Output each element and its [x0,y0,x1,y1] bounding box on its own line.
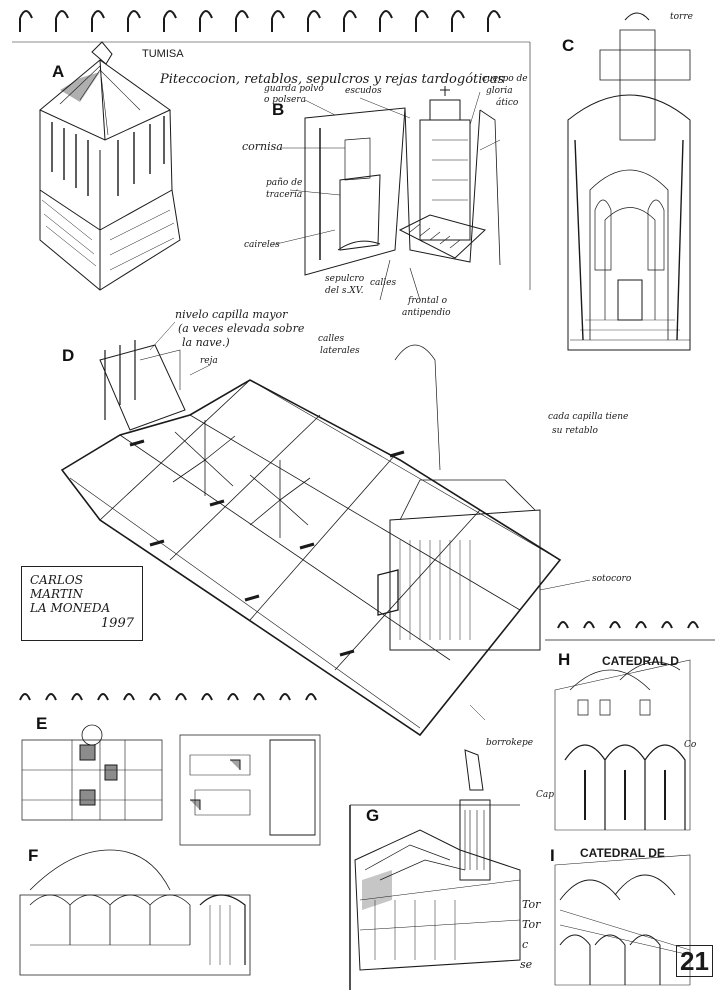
annot-frontal-1: frontal o [408,296,447,306]
signature-box: CARLOS MARTIN LA MONEDA 1997 [21,566,143,641]
annot-gloria: gloria [486,86,513,96]
label-d: D [62,346,75,365]
signature-line2: MARTIN [30,587,84,601]
fragment-cap: Cap [536,790,555,800]
sketch-a-tomb [39,41,181,291]
page-number: 21 [676,945,713,977]
annot-guarda-polvo: guarda polvo [264,84,324,94]
annot-frontal-2: antipendio [402,308,451,318]
annot-capilla-1: nivelo capilla mayor [175,308,288,321]
label-b: B [272,100,285,119]
annot-sepulcro-2: del s.XV. [325,286,364,296]
cathedral-i-label: CATEDRAL DE [580,846,665,860]
annot-cornisa: cornisa [242,140,283,153]
sketch-c-interior [567,12,691,351]
signature-year: 1997 [100,616,134,631]
annot-calles-lat-1: calles [318,334,345,344]
sketch-g-church [349,749,521,990]
signature-line3: LA MONEDA [30,601,111,615]
sketch-d-plan [60,340,562,737]
annot-escudos: escudos [345,86,382,96]
label-h: H [558,650,571,669]
annot-cuerpo: cuerpo de [482,74,528,84]
annot-borrokepe: borrokepe [486,738,534,748]
annot-torre: torre [670,12,693,22]
tumisa-label: TUMISA [142,48,184,60]
annot-sepulcro-1: sepulcro [325,274,365,284]
label-i: I [550,846,555,865]
annot-calles: calles [370,278,397,288]
label-c: C [562,36,575,55]
annot-calles-lat-2: laterales [320,346,360,356]
annot-capilla-3: la nave.) [182,336,230,349]
annot-caireles: caireles [244,240,280,250]
sketch-e-plans [21,724,321,846]
annot-reja: reja [200,356,218,366]
signature-line1: CARLOS [30,573,83,587]
annot-cada-2: su retablo [552,426,598,436]
label-f: F [28,846,39,865]
spiral-binding-top [19,10,501,32]
annot-capilla-2: (a veces elevada sobre [178,322,305,335]
annot-cada-1: cada capilla tiene [548,412,629,422]
cathedral-h-label: CATEDRAL D [602,654,679,668]
sketch-h-cathedral [554,659,691,831]
fragment-co: Co [684,740,697,750]
annot-atico: ático [496,98,519,108]
annot-polsera: o polsera [264,95,306,105]
sketch-f-elevation [19,849,251,976]
sketch-b-chapel [304,86,501,301]
label-e: E [36,714,48,733]
annot-pano-2: tracería [266,190,303,200]
label-g: G [366,806,380,825]
fragment-tor-1: Tor [522,898,541,911]
fragment-se: se [520,958,533,971]
label-a: A [52,62,65,81]
sketch-i-cathedral [554,854,691,986]
annot-sotocoro: sotocoro [592,574,632,584]
annot-pano-1: paño de [266,178,303,188]
fragment-tor-2: Tor [522,918,541,931]
page-title: Piteccocion, retablos, sepulcros y rejas… [160,72,505,87]
fragment-c: c [522,938,529,951]
